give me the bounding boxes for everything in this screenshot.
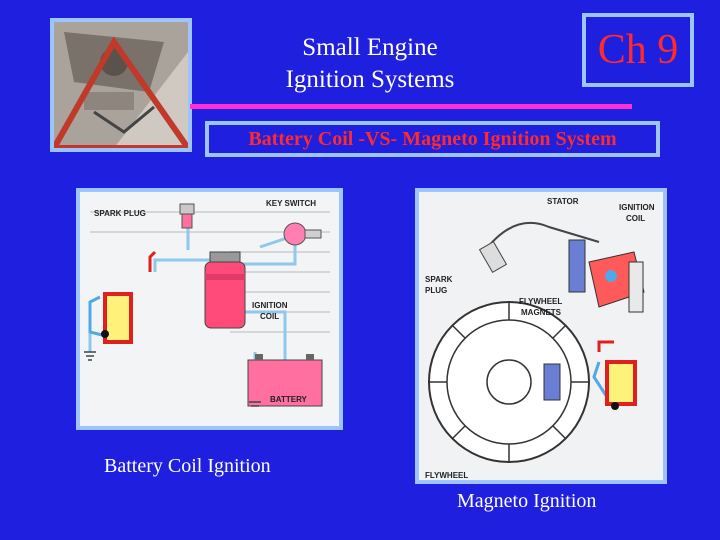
stator-label: STATOR bbox=[547, 197, 579, 206]
title-line-1: Small Engine bbox=[302, 34, 438, 61]
title-line-2: Ignition Systems bbox=[285, 66, 455, 93]
battery-icon bbox=[247, 354, 323, 407]
battery-coil-caption: Battery Coil Ignition bbox=[104, 455, 271, 477]
accent-bar bbox=[190, 104, 632, 109]
ignition-coil-icon bbox=[568, 239, 645, 313]
spark-plug-icon bbox=[478, 241, 508, 273]
magneto-caption: Magneto Ignition bbox=[457, 490, 597, 512]
battery-label: BATTERY bbox=[270, 395, 308, 404]
ignition-coil-label-2: COIL bbox=[626, 214, 645, 223]
key-switch-label: KEY SWITCH bbox=[266, 199, 316, 208]
key-switch-icon bbox=[283, 222, 322, 246]
flywheel-magnets-label-1: FLYWHEEL bbox=[519, 297, 562, 306]
ignition-coil-label-1: IGNITION bbox=[252, 301, 288, 310]
spark-plug-label-1: SPARK bbox=[425, 275, 453, 284]
ignition-coil-label-1: IGNITION bbox=[619, 203, 655, 212]
spark-plug-label-2: PLUG bbox=[425, 286, 447, 295]
ignition-coil-label-2: COIL bbox=[260, 312, 279, 321]
chapter-badge: Ch 9 bbox=[582, 13, 694, 87]
battery-coil-diagram: SPARK PLUG KEY SWITCH IGNITION COIL BATT… bbox=[76, 188, 343, 430]
ignition-coil-icon bbox=[204, 251, 246, 329]
spark-plug-label: SPARK PLUG bbox=[94, 209, 146, 218]
flywheel-magnets-label-2: MAGNETS bbox=[521, 308, 562, 317]
engine-photo bbox=[50, 18, 192, 152]
flywheel-icon bbox=[428, 301, 590, 463]
magneto-diagram: STATOR IGNITION COIL SPARK PLUG FLYWHEEL… bbox=[415, 188, 667, 484]
spark-plug-icon bbox=[179, 203, 195, 229]
slide-subtitle: Battery Coil -VS- Magneto Ignition Syste… bbox=[205, 121, 660, 157]
flywheel-label: FLYWHEEL bbox=[425, 471, 468, 480]
slide-title: Small Engine Ignition Systems bbox=[250, 32, 490, 96]
